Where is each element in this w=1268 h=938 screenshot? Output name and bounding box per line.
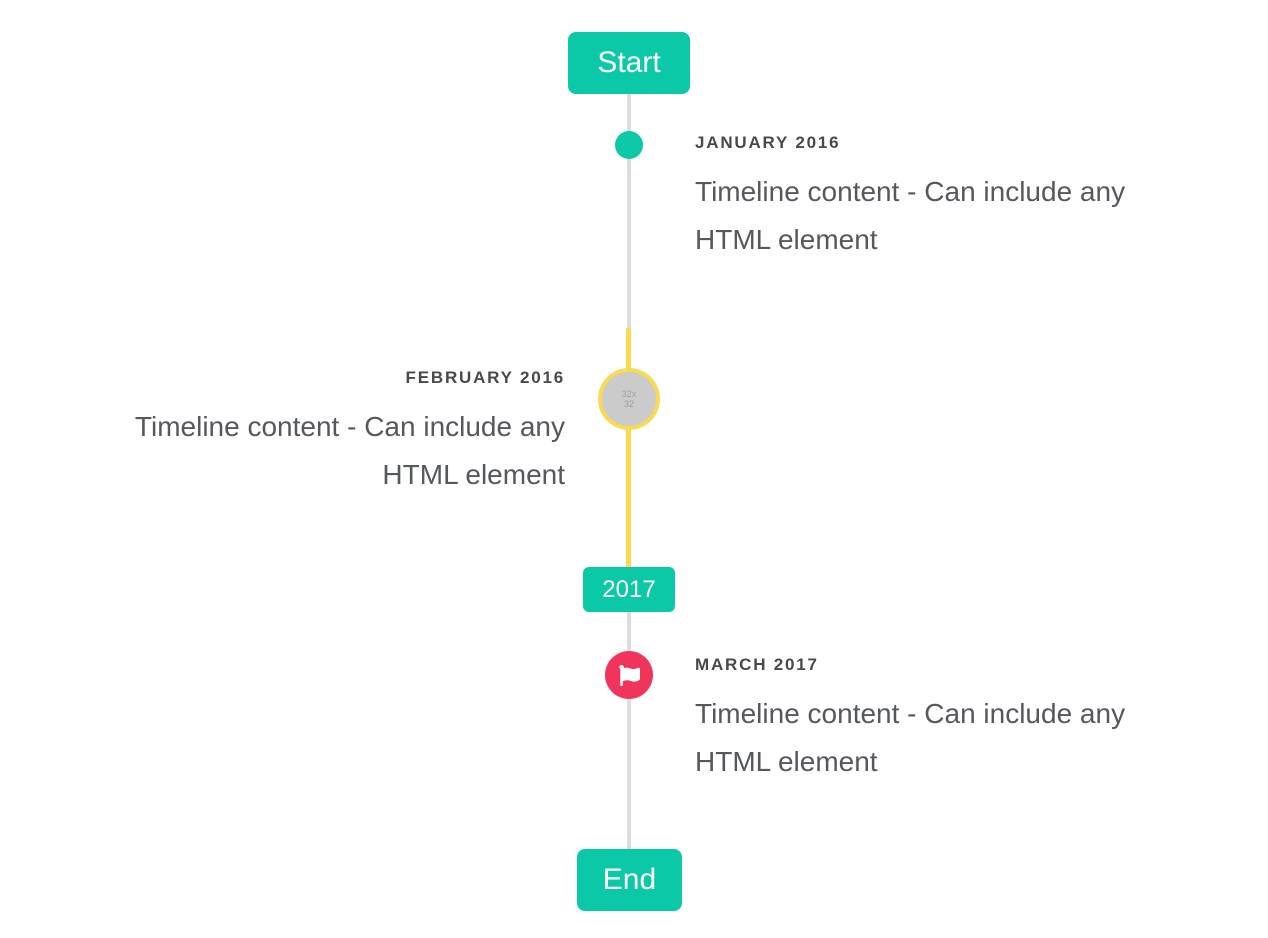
timeline-item-march: MARCH 2017 Timeline content - Can includ… bbox=[695, 654, 1165, 786]
placeholder-image: 32x32 bbox=[621, 389, 637, 409]
start-badge: Start bbox=[568, 32, 690, 94]
timeline-item-february: FEBRUARY 2016 Timeline content - Can inc… bbox=[95, 367, 565, 499]
item-title: FEBRUARY 2016 bbox=[405, 368, 565, 387]
item-body: Timeline content - Can include any HTML … bbox=[134, 411, 565, 490]
year-badge-label: 2017 bbox=[602, 575, 656, 603]
end-badge: End bbox=[577, 849, 682, 911]
item-body: Timeline content - Can include any HTML … bbox=[695, 176, 1126, 255]
timeline-item-january: JANUARY 2016 Timeline content - Can incl… bbox=[695, 132, 1165, 264]
marker-dot-january bbox=[615, 131, 643, 159]
item-title: MARCH 2017 bbox=[695, 655, 819, 674]
marker-image-february: 32x32 bbox=[598, 368, 660, 430]
marker-flag-march bbox=[605, 651, 653, 699]
item-title: JANUARY 2016 bbox=[695, 133, 841, 152]
end-badge-label: End bbox=[602, 863, 657, 896]
flag-icon bbox=[618, 664, 640, 686]
start-badge-label: Start bbox=[597, 46, 661, 79]
year-badge: 2017 bbox=[583, 567, 675, 612]
timeline-line-highlight bbox=[626, 328, 631, 567]
item-body: Timeline content - Can include any HTML … bbox=[695, 698, 1126, 777]
